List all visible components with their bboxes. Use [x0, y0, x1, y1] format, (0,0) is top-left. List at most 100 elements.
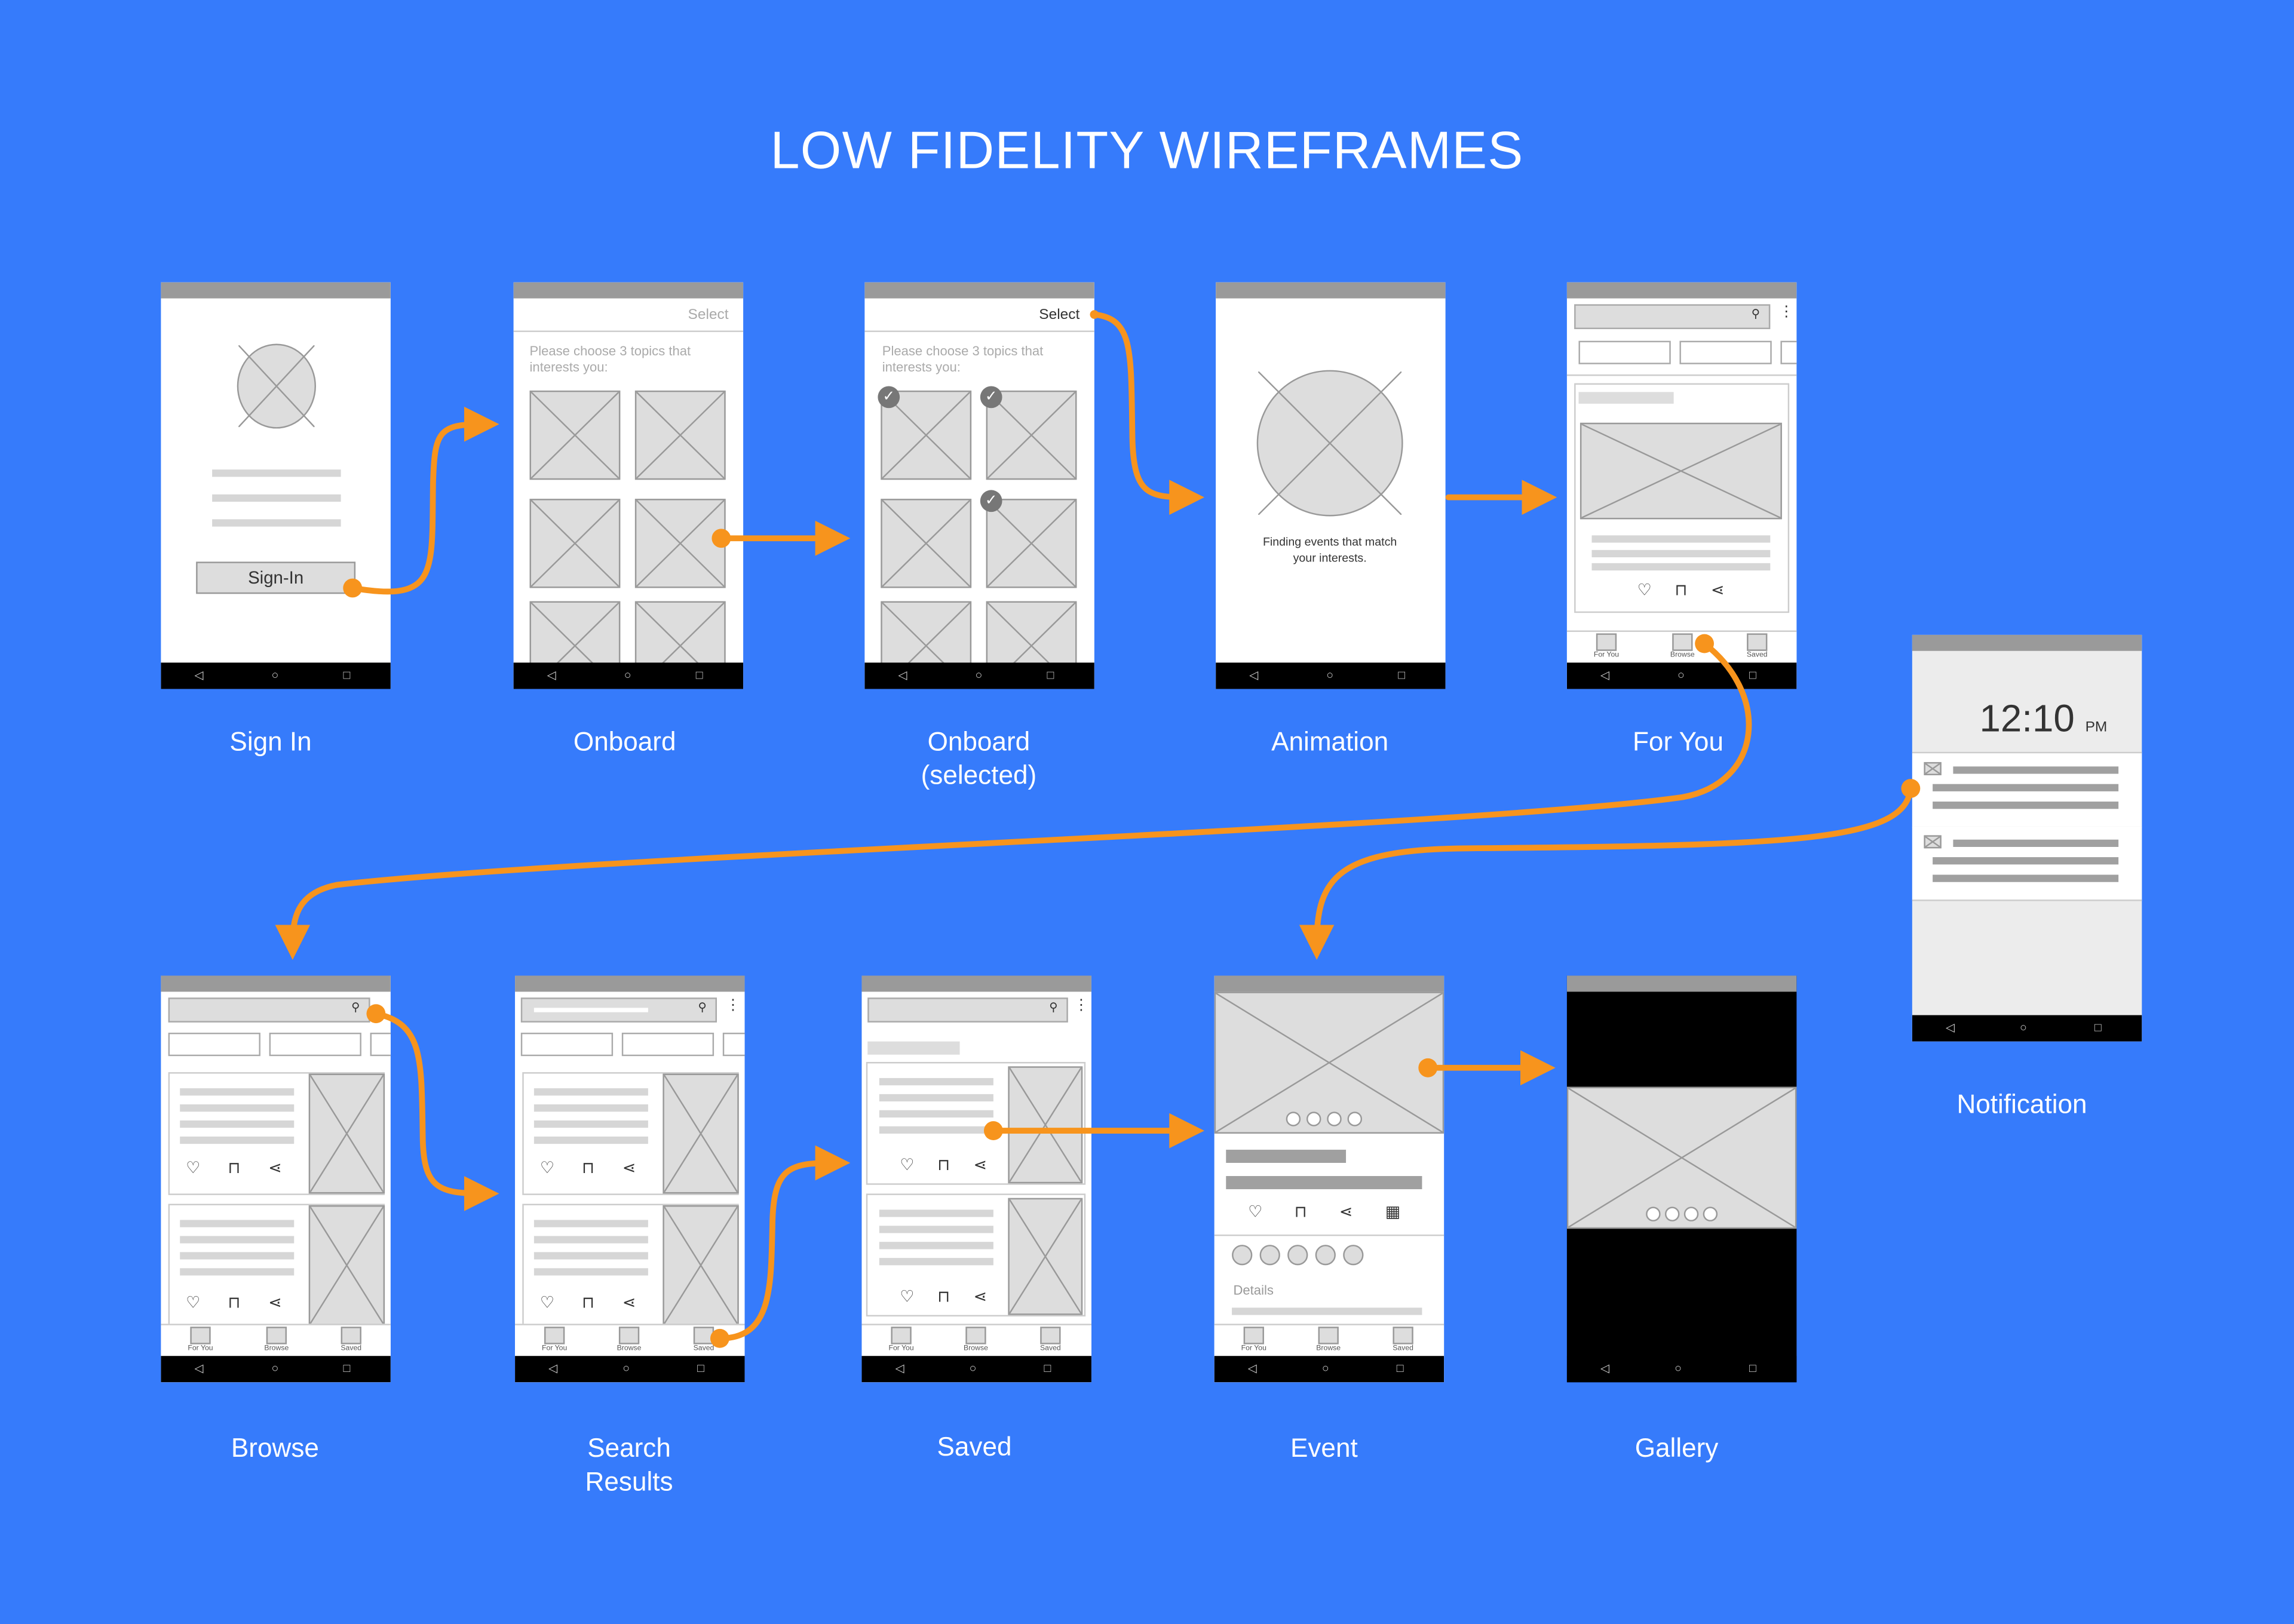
- back-icon[interactable]: ◁: [1945, 1021, 1955, 1034]
- gallery-image[interactable]: [1566, 1086, 1797, 1229]
- notification-item[interactable]: [1912, 826, 2142, 901]
- topic-tile[interactable]: [529, 499, 621, 588]
- carousel-dot[interactable]: [1683, 1207, 1699, 1221]
- tab-for-you[interactable]: For You: [876, 1327, 926, 1353]
- home-icon[interactable]: ○: [1326, 668, 1334, 682]
- back-icon[interactable]: ◁: [194, 668, 204, 682]
- tab-browse[interactable]: Browse: [1658, 633, 1707, 659]
- back-icon[interactable]: ◁: [1249, 668, 1259, 682]
- recents-icon[interactable]: □: [695, 668, 703, 682]
- carousel-dot[interactable]: [1327, 1112, 1342, 1126]
- recents-icon[interactable]: □: [1398, 668, 1406, 682]
- heart-icon[interactable]: ♡: [539, 1160, 555, 1178]
- filter-chip[interactable]: [1578, 340, 1671, 364]
- back-icon[interactable]: ◁: [194, 1362, 204, 1376]
- home-icon[interactable]: ○: [624, 668, 631, 682]
- share-icon[interactable]: ⋖: [973, 1157, 987, 1175]
- carousel-dot[interactable]: [1664, 1207, 1680, 1221]
- tab-saved[interactable]: Saved: [1732, 633, 1782, 659]
- topic-tile[interactable]: [881, 499, 972, 588]
- calendar-icon[interactable]: ▦: [1385, 1204, 1401, 1221]
- topic-tile[interactable]: [986, 499, 1077, 588]
- back-icon[interactable]: ◁: [1247, 1362, 1257, 1376]
- share-icon[interactable]: ⋖: [622, 1294, 636, 1312]
- sign-in-button[interactable]: Sign-In: [196, 561, 356, 594]
- home-icon[interactable]: ○: [1675, 1362, 1682, 1376]
- recents-icon[interactable]: □: [1749, 668, 1756, 682]
- filter-chip[interactable]: [269, 1032, 361, 1057]
- home-icon[interactable]: ○: [1321, 1362, 1329, 1376]
- home-icon[interactable]: ○: [975, 668, 983, 682]
- back-icon[interactable]: ◁: [898, 668, 907, 682]
- filter-chip[interactable]: [1679, 340, 1772, 364]
- topic-tile[interactable]: [986, 390, 1077, 480]
- attendee-avatar[interactable]: [1315, 1245, 1336, 1266]
- search-bar[interactable]: ⚲: [867, 997, 1068, 1023]
- notification-item[interactable]: [1912, 751, 2142, 828]
- carousel-dot[interactable]: [1347, 1112, 1363, 1126]
- heart-icon[interactable]: ♡: [1248, 1204, 1263, 1221]
- share-icon[interactable]: ⋖: [622, 1160, 636, 1178]
- bookmark-icon[interactable]: ⊓: [937, 1288, 950, 1306]
- attendee-avatar[interactable]: [1259, 1245, 1280, 1266]
- bookmark-icon[interactable]: ⊓: [1294, 1204, 1307, 1221]
- home-icon[interactable]: ○: [1677, 668, 1685, 682]
- home-icon[interactable]: ○: [2020, 1021, 2027, 1034]
- attendee-avatar[interactable]: [1232, 1245, 1253, 1266]
- share-icon[interactable]: ⋖: [1339, 1204, 1353, 1221]
- topic-tile[interactable]: [529, 390, 621, 480]
- bookmark-icon[interactable]: ⊓: [581, 1160, 595, 1178]
- filter-chip[interactable]: [1780, 340, 1797, 364]
- tab-browse[interactable]: Browse: [252, 1327, 301, 1353]
- event-card[interactable]: ♡⊓⋖: [168, 1072, 385, 1195]
- tab-for-you[interactable]: For You: [1581, 633, 1631, 659]
- more-icon[interactable]: ⋮: [725, 997, 741, 1014]
- tab-saved[interactable]: Saved: [326, 1327, 376, 1353]
- tab-for-you[interactable]: For You: [176, 1327, 225, 1353]
- share-icon[interactable]: ⋖: [973, 1288, 987, 1306]
- tab-for-you[interactable]: For You: [1229, 1327, 1278, 1353]
- filter-chip[interactable]: [722, 1032, 745, 1057]
- filter-chip[interactable]: [520, 1032, 614, 1057]
- share-icon[interactable]: ⋖: [1710, 582, 1725, 600]
- recents-icon[interactable]: □: [343, 1362, 351, 1376]
- heart-icon[interactable]: ♡: [900, 1288, 915, 1306]
- attendee-avatar[interactable]: [1343, 1245, 1364, 1266]
- tab-saved[interactable]: Saved: [1378, 1327, 1428, 1353]
- home-icon[interactable]: ○: [271, 1362, 279, 1376]
- bookmark-icon[interactable]: ⊓: [937, 1157, 950, 1175]
- heart-icon[interactable]: ♡: [1637, 582, 1652, 600]
- recents-icon[interactable]: □: [1396, 1362, 1404, 1376]
- recents-icon[interactable]: □: [1044, 1362, 1051, 1376]
- share-icon[interactable]: ⋖: [268, 1294, 282, 1312]
- carousel-dot[interactable]: [1286, 1112, 1301, 1126]
- bookmark-icon[interactable]: ⊓: [1675, 582, 1688, 600]
- back-icon[interactable]: ◁: [547, 668, 556, 682]
- home-icon[interactable]: ○: [969, 1362, 977, 1376]
- back-icon[interactable]: ◁: [548, 1362, 558, 1376]
- tab-saved[interactable]: Saved: [1026, 1327, 1075, 1353]
- result-card[interactable]: ♡ ⊓ ⋖: [522, 1204, 739, 1327]
- back-icon[interactable]: ◁: [895, 1362, 904, 1376]
- tab-browse[interactable]: Browse: [604, 1327, 654, 1353]
- heart-icon[interactable]: ♡: [539, 1294, 555, 1312]
- home-icon[interactable]: ○: [271, 668, 279, 682]
- heart-icon[interactable]: ♡: [186, 1160, 201, 1178]
- event-card[interactable]: ♡⊓⋖: [168, 1204, 385, 1327]
- more-icon[interactable]: ⋮: [1074, 997, 1089, 1014]
- carousel-dot[interactable]: [1306, 1112, 1321, 1126]
- search-bar[interactable]: ⚲: [168, 997, 370, 1023]
- tab-browse[interactable]: Browse: [1304, 1327, 1353, 1353]
- back-icon[interactable]: ◁: [1600, 1362, 1610, 1376]
- bookmark-icon[interactable]: ⊓: [581, 1294, 595, 1312]
- event-card[interactable]: ♡ ⊓ ⋖: [1574, 383, 1790, 613]
- heart-icon[interactable]: ♡: [900, 1157, 915, 1175]
- home-icon[interactable]: ○: [622, 1362, 630, 1376]
- heart-icon[interactable]: ♡: [186, 1294, 201, 1312]
- filter-chip[interactable]: [168, 1032, 260, 1057]
- saved-card[interactable]: ♡ ⊓ ⋖: [866, 1061, 1086, 1185]
- share-icon[interactable]: ⋖: [268, 1160, 282, 1178]
- back-icon[interactable]: ◁: [1600, 668, 1610, 682]
- topic-tile[interactable]: [634, 390, 726, 480]
- recents-icon[interactable]: □: [1749, 1362, 1756, 1376]
